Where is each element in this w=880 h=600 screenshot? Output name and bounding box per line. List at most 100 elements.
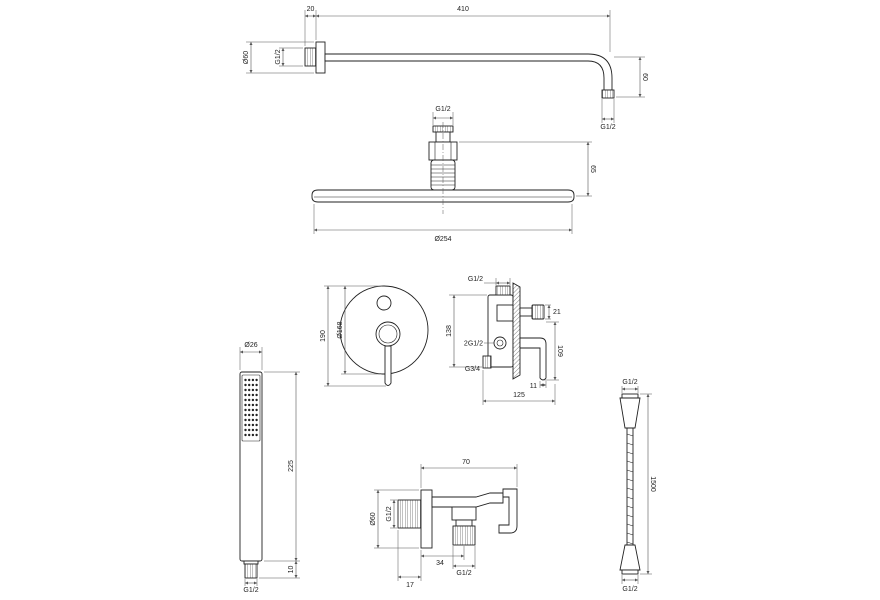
hose-bottom-thread-label: G1/2	[622, 586, 637, 593]
spray-nozzle	[255, 378, 258, 382]
shower-hose: G1/2 1500 G1/2	[619, 379, 656, 593]
spray-nozzle	[255, 398, 258, 402]
hose-segment-mark	[626, 523, 634, 527]
spray-nozzle	[248, 398, 251, 402]
hose-segment-mark	[626, 478, 634, 482]
lever-hub-inner	[378, 324, 398, 344]
hose-bottom-cone	[619, 544, 641, 571]
hose-top-thread-label: G1/2	[622, 379, 637, 386]
hose-length-label: 1500	[649, 476, 656, 492]
hose-segment-mark	[626, 451, 634, 455]
hose-tube	[626, 428, 634, 545]
spray-nozzle	[248, 378, 251, 382]
hand-length-label: 225	[288, 460, 295, 472]
arm-outlet-thread	[601, 89, 615, 99]
head-height-label: 65	[589, 165, 596, 173]
spray-nozzle	[251, 423, 255, 427]
outlet-collar	[455, 519, 473, 527]
mixer-lever	[384, 345, 392, 386]
head-diameter-label: Ø254	[434, 236, 451, 243]
spray-nozzle	[244, 423, 247, 427]
spray-nozzle	[248, 393, 251, 397]
spray-nozzle	[244, 428, 247, 432]
spray-nozzle	[248, 388, 251, 392]
spray-nozzle	[248, 408, 251, 412]
hand-shower-thread	[244, 563, 258, 579]
hose-segment-mark	[626, 496, 634, 500]
spray-nozzle	[251, 388, 255, 392]
spray-nozzle	[244, 383, 247, 387]
spray-nozzle	[255, 423, 258, 427]
diverter-stem	[519, 307, 533, 317]
hand-shower-collar	[243, 560, 259, 565]
wall-outlet: 70 Ø60 G1/2 34 17 G1/2	[370, 459, 518, 589]
spray-nozzle	[244, 433, 247, 437]
spray-nozzle	[248, 413, 251, 417]
outlet-length-label: 70	[462, 459, 470, 466]
arm-flange-label: Ø60	[243, 51, 250, 64]
arm-inlet-thread	[304, 47, 317, 67]
arm-length-label: 410	[457, 6, 469, 13]
hose-segment-mark	[626, 460, 634, 464]
spray-nozzle	[255, 383, 258, 387]
top-outlet-port	[495, 285, 511, 296]
cover-plate-side	[512, 282, 521, 380]
hand-thread-label: G1/2	[243, 587, 258, 594]
side-width-label: 125	[513, 392, 525, 399]
hand-diameter-label: Ø26	[244, 342, 257, 349]
outlet-flange	[420, 489, 433, 549]
side-lever-label: 11	[530, 383, 537, 390]
side-inlet-label: G3/4	[465, 366, 480, 373]
spray-nozzle	[244, 388, 247, 392]
shower-arm: 20 410 Ø60 G1/2 60 G1/2	[243, 6, 648, 131]
spray-nozzle	[251, 408, 255, 412]
spray-nozzle	[255, 388, 258, 392]
hose-segments	[626, 433, 634, 545]
outlet-thread	[452, 525, 476, 546]
head-thread-label: G1/2	[435, 106, 450, 113]
hose-segment-mark	[626, 487, 634, 491]
hose-top-nut	[621, 393, 639, 399]
lever-hub	[375, 321, 401, 347]
arm-pipe	[324, 53, 613, 91]
outlet-body	[431, 492, 504, 508]
hose-segment-mark	[626, 442, 634, 446]
outlet-flange-label: Ø60	[370, 512, 377, 525]
outlet-nipple	[397, 499, 422, 529]
spray-nozzle	[244, 393, 247, 397]
spray-nozzles	[244, 378, 258, 437]
spray-nozzle	[251, 418, 255, 422]
lever-side	[519, 337, 547, 381]
arm-offset-label: 20	[307, 6, 315, 13]
hose-bottom-nut	[621, 569, 639, 575]
spray-nozzle	[255, 393, 258, 397]
spray-nozzle	[255, 408, 258, 412]
outlet-nipple-label: 17	[406, 582, 414, 589]
arm-wall-flange	[315, 41, 326, 74]
spray-nozzle	[255, 428, 258, 432]
hand-shower-body	[239, 371, 263, 562]
spray-nozzle	[251, 378, 255, 382]
spray-nozzle	[251, 433, 255, 437]
spray-nozzle	[255, 413, 258, 417]
spray-nozzle	[244, 418, 247, 422]
side-outlets-label: 2G1/2	[464, 341, 483, 348]
hose-segment-mark	[626, 505, 634, 509]
hose-segment-mark	[626, 541, 634, 545]
inlet-port	[482, 355, 492, 369]
spray-nozzle	[244, 378, 247, 382]
mixer-plate-label: Ø168	[337, 321, 344, 338]
spray-nozzle	[244, 403, 247, 407]
spray-nozzle	[255, 433, 258, 437]
shower-head: G1/2 65 Ø254	[311, 106, 596, 243]
spray-nozzle	[251, 398, 255, 402]
mixer-side-view: G1/2 138 21 2G1/2 109 G3/4 11 125	[446, 276, 563, 405]
outlet-thread-label: G1/2	[386, 506, 393, 521]
diverter-knob	[376, 295, 392, 311]
spray-nozzle	[244, 413, 247, 417]
cartridge	[496, 304, 514, 322]
spray-nozzle	[244, 408, 247, 412]
hose-segment-mark	[626, 532, 634, 536]
hose-segment-mark	[626, 469, 634, 473]
